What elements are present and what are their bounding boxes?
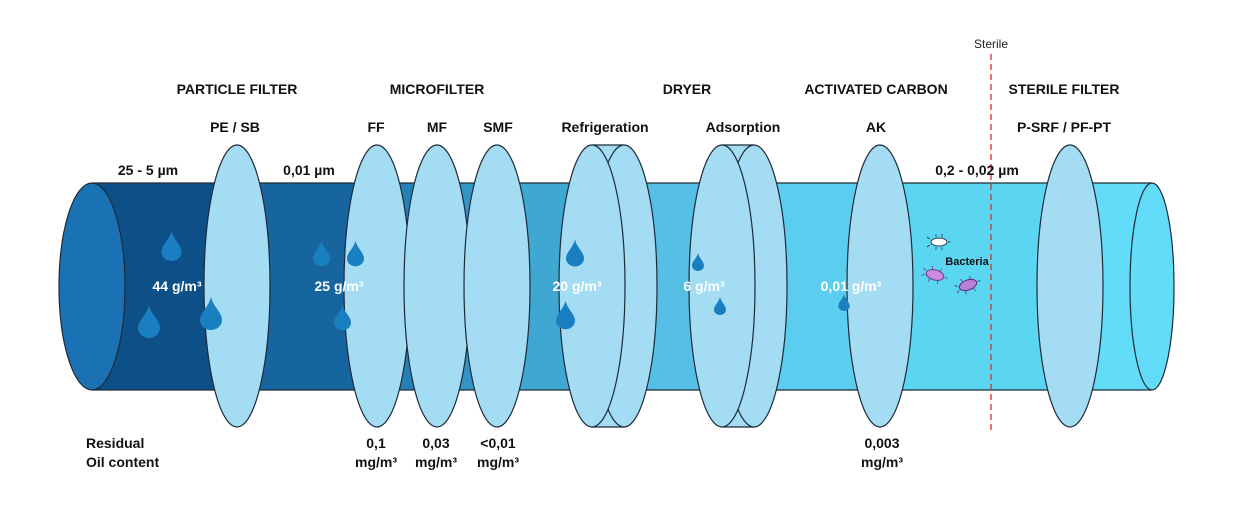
code-ff: FF bbox=[367, 119, 385, 135]
bacteria-label: Bacteria bbox=[945, 256, 989, 268]
code-ak: AK bbox=[866, 119, 886, 135]
bacteria-icon bbox=[954, 275, 981, 295]
bacteria-group bbox=[921, 234, 981, 295]
filter-rings bbox=[203, 144, 1104, 428]
title-dryer: DRYER bbox=[663, 81, 712, 97]
particle-sizes: 25 - 5 µm 0,01 µm 0,2 - 0,02 µm bbox=[118, 162, 1019, 178]
water-content: 44 g/m³ 25 g/m³ 20 g/m³ 6 g/m³ 0,01 g/m³ bbox=[152, 278, 881, 294]
particle-size-3: 0,2 - 0,02 µm bbox=[935, 162, 1019, 178]
oil-value-ff: 0,1 bbox=[366, 435, 386, 451]
oil-value-smf: <0,01 bbox=[480, 435, 516, 451]
title-activated-carbon: ACTIVATED CARBON bbox=[804, 81, 947, 97]
title-particle-filter: PARTICLE FILTER bbox=[177, 81, 298, 97]
pipe-outlet-end bbox=[1129, 182, 1175, 391]
bacteria-icon bbox=[921, 265, 948, 285]
ring-adsorption-front bbox=[688, 144, 756, 428]
ring-sterile-filter bbox=[1036, 144, 1104, 428]
oil-unit-ak: mg/m³ bbox=[861, 454, 903, 470]
code-refrigeration: Refrigeration bbox=[561, 119, 648, 135]
code-adsorption: Adsorption bbox=[706, 119, 781, 135]
ring-activated-carbon bbox=[846, 144, 914, 428]
ring-smf bbox=[463, 144, 531, 428]
code-pe-sb: PE / SB bbox=[210, 119, 260, 135]
code-smf: SMF bbox=[483, 119, 513, 135]
ring-mf bbox=[403, 144, 471, 428]
particle-size-2: 0,01 µm bbox=[283, 162, 335, 178]
oil-value-mf: 0,03 bbox=[422, 435, 449, 451]
oil-value-ak: 0,003 bbox=[864, 435, 899, 451]
ring-particle-filter bbox=[203, 144, 271, 428]
code-p-srf-pf-pt: P-SRF / PF-PT bbox=[1017, 119, 1112, 135]
particle-size-1: 25 - 5 µm bbox=[118, 162, 178, 178]
title-sterile-filter: STERILE FILTER bbox=[1009, 81, 1120, 97]
water-content-3: 20 g/m³ bbox=[552, 278, 601, 294]
oil-unit-smf: mg/m³ bbox=[477, 454, 519, 470]
category-titles: PARTICLE FILTER MICROFILTER DRYER ACTIVA… bbox=[177, 81, 1120, 97]
oil-unit-mf: mg/m³ bbox=[415, 454, 457, 470]
code-mf: MF bbox=[427, 119, 448, 135]
oil-title-line-1: Residual bbox=[86, 435, 144, 451]
pipe-inlet-face bbox=[58, 182, 126, 391]
water-content-4: 6 g/m³ bbox=[683, 278, 725, 294]
bacteria-icon bbox=[926, 234, 951, 250]
oil-unit-ff: mg/m³ bbox=[355, 454, 397, 470]
residual-oil-content: Residual Oil content 0,1 mg/m³ 0,03 mg/m… bbox=[86, 435, 903, 470]
title-microfilter: MICROFILTER bbox=[390, 81, 485, 97]
oil-title-line-2: Oil content bbox=[86, 454, 159, 470]
water-content-5: 0,01 g/m³ bbox=[821, 278, 882, 294]
filter-codes: PE / SB FF MF SMF Refrigeration Adsorpti… bbox=[210, 119, 1111, 135]
water-content-1: 44 g/m³ bbox=[152, 278, 201, 294]
sterile-label: Sterile bbox=[974, 37, 1008, 51]
water-content-2: 25 g/m³ bbox=[314, 278, 363, 294]
ring-refrigeration-front bbox=[558, 144, 626, 428]
